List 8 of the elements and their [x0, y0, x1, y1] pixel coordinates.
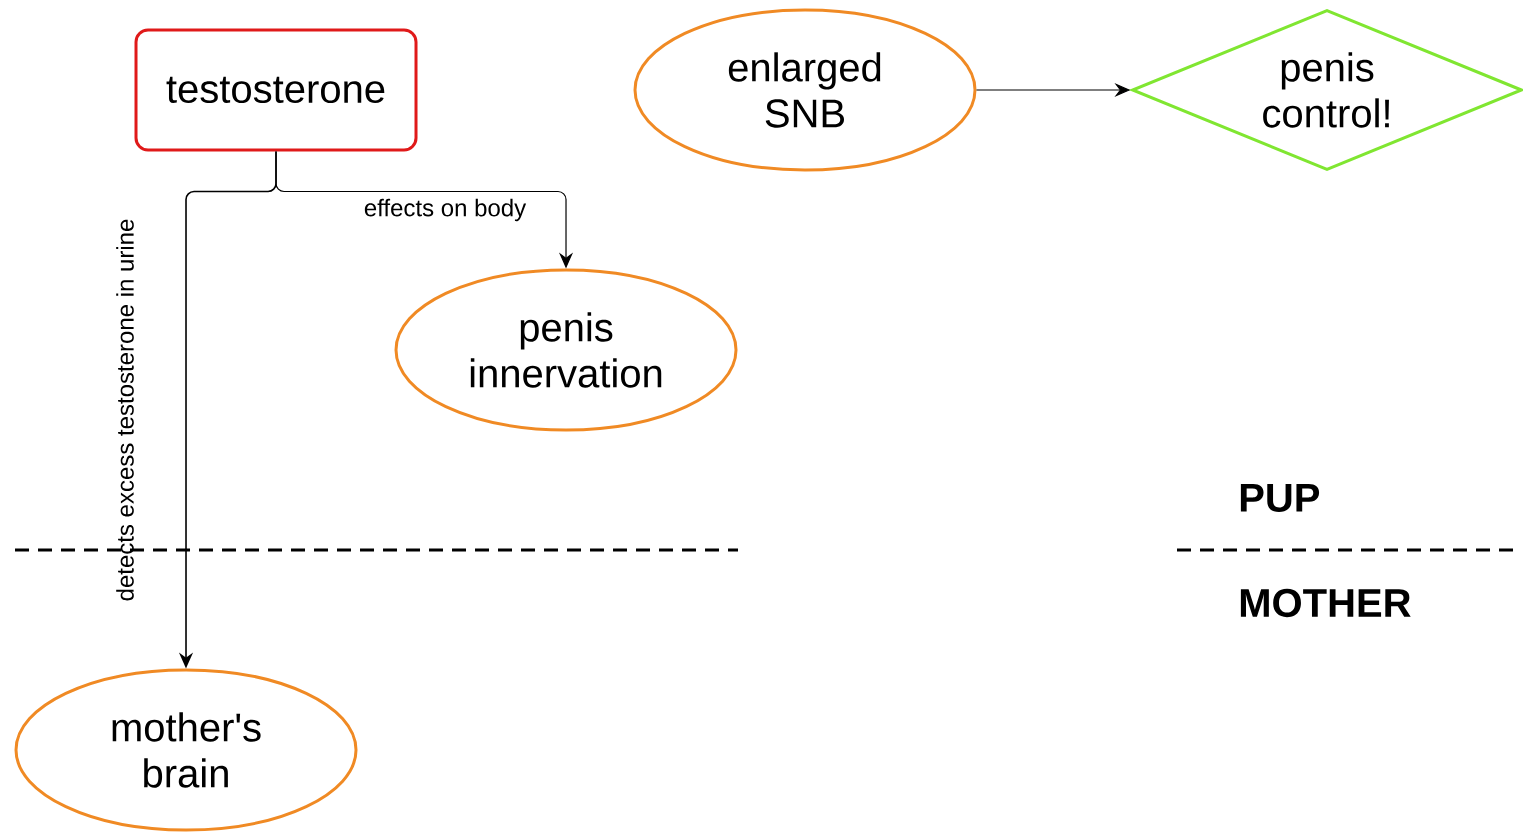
edge-label: effects on body [364, 198, 527, 222]
region-label: PUP [1240, 484, 1320, 512]
region-label: MOTHER [1240, 588, 1411, 618]
edge-label: detects excess testosterone in urine [116, 219, 134, 601]
process-box: testosterone [134, 28, 418, 152]
ellipse-node: enlarged SNB [633, 8, 977, 172]
ellipse-node: mother's brain [14, 668, 358, 832]
ellipse-node: penis innervation [394, 268, 738, 432]
